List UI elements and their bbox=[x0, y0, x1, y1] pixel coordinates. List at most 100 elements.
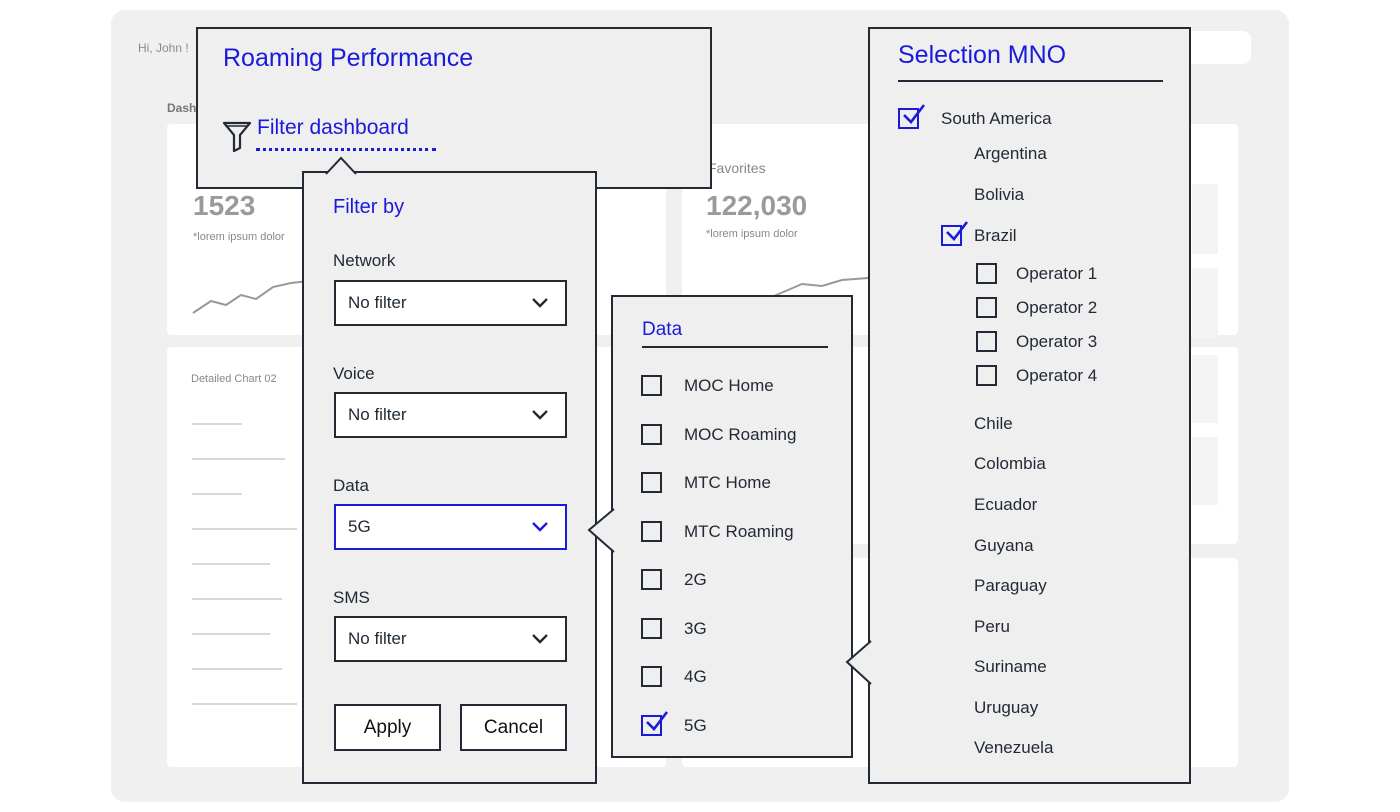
link-underline bbox=[256, 148, 436, 151]
chevron-down-icon bbox=[532, 522, 548, 532]
kpi-value: 1523 bbox=[193, 190, 256, 221]
kpi-value: 122,030 bbox=[706, 190, 808, 221]
checkbox[interactable] bbox=[976, 331, 997, 352]
option-moc-roaming[interactable]: MOC Roaming bbox=[641, 424, 796, 445]
country-ecuador[interactable]: Ecuador bbox=[974, 495, 1038, 514]
side-panel-box bbox=[1192, 355, 1218, 423]
country-argentina[interactable]: Argentina bbox=[974, 144, 1047, 163]
network-label: Network bbox=[333, 251, 396, 270]
greeting-text: Hi, John ! bbox=[138, 41, 189, 55]
country-uruguay[interactable]: Uruguay bbox=[974, 698, 1039, 717]
funnel-icon[interactable] bbox=[222, 120, 252, 152]
network-select[interactable]: No filter bbox=[334, 280, 567, 326]
option-label: 2G bbox=[684, 569, 707, 589]
panel-pointer bbox=[587, 508, 615, 553]
data-select[interactable]: 5G bbox=[334, 504, 567, 550]
search-bar[interactable] bbox=[1180, 31, 1251, 64]
chevron-down-icon bbox=[532, 410, 548, 420]
checkbox-checked[interactable] bbox=[941, 221, 969, 246]
operator-label: Operator 4 bbox=[1016, 365, 1098, 385]
checkmark-icon bbox=[903, 104, 926, 124]
filter-by-title: Filter by bbox=[333, 196, 405, 218]
data-options-title: Data bbox=[642, 319, 683, 340]
sms-select[interactable]: No filter bbox=[334, 616, 567, 662]
option-label: MOC Home bbox=[684, 375, 774, 395]
operator-4[interactable]: Operator 4 bbox=[976, 365, 1097, 386]
panel-pointer bbox=[325, 156, 357, 175]
country-venezuela[interactable]: Venezuela bbox=[974, 738, 1054, 757]
select-value: No filter bbox=[348, 629, 407, 648]
checkmark-icon bbox=[946, 221, 969, 241]
option-label: 4G bbox=[684, 666, 707, 686]
operator-label: Operator 2 bbox=[1016, 297, 1098, 317]
operator-1[interactable]: Operator 1 bbox=[976, 263, 1097, 284]
sms-label: SMS bbox=[333, 588, 370, 607]
option-label: MTC Home bbox=[684, 472, 771, 492]
roaming-performance-panel: Roaming Performance Filter dashboard bbox=[196, 27, 712, 189]
sparkline bbox=[773, 277, 869, 297]
option-3g[interactable]: 3G bbox=[641, 618, 707, 639]
country-paraguay[interactable]: Paraguay bbox=[974, 576, 1047, 595]
cancel-button[interactable]: Cancel bbox=[460, 704, 567, 751]
checkbox[interactable] bbox=[976, 365, 997, 386]
checkbox[interactable] bbox=[641, 521, 662, 542]
option-label: 5G bbox=[684, 715, 707, 735]
side-panel-box bbox=[1192, 268, 1218, 338]
operator-label: Operator 1 bbox=[1016, 263, 1098, 283]
sparkline bbox=[192, 280, 310, 314]
option-2g[interactable]: 2G bbox=[641, 569, 707, 590]
operator-3[interactable]: Operator 3 bbox=[976, 331, 1097, 352]
side-panel-box bbox=[1192, 184, 1218, 254]
chevron-down-icon bbox=[532, 298, 548, 308]
option-4g[interactable]: 4G bbox=[641, 666, 707, 687]
checkbox[interactable] bbox=[641, 375, 662, 396]
country-suriname[interactable]: Suriname bbox=[974, 657, 1047, 676]
kpi-note: *lorem ipsum dolor bbox=[193, 231, 285, 243]
checkbox[interactable] bbox=[976, 297, 997, 318]
title-divider bbox=[642, 346, 828, 348]
select-value: 5G bbox=[348, 517, 371, 536]
selection-mno-title: Selection MNO bbox=[898, 41, 1067, 69]
operator-2[interactable]: Operator 2 bbox=[976, 297, 1097, 318]
checkbox[interactable] bbox=[976, 263, 997, 284]
operator-label: Operator 3 bbox=[1016, 331, 1098, 351]
option-mtc-roaming[interactable]: MTC Roaming bbox=[641, 521, 794, 542]
selection-mno-panel: Selection MNO South America Argentina Bo… bbox=[845, 27, 1191, 784]
voice-label: Voice bbox=[333, 364, 375, 383]
country-colombia[interactable]: Colombia bbox=[974, 454, 1046, 473]
data-label: Data bbox=[333, 476, 369, 495]
data-options-panel: Data MOC Home MOC Roaming MTC Home MTC R… bbox=[587, 295, 853, 758]
filter-dashboard-link[interactable]: Filter dashboard bbox=[257, 116, 409, 139]
checkbox-checked[interactable] bbox=[641, 711, 669, 736]
side-panel-box bbox=[1192, 437, 1218, 505]
checkmark-icon bbox=[646, 711, 669, 731]
filter-by-panel: Filter by Network No filter Voice No fil… bbox=[302, 156, 597, 784]
country-chile[interactable]: Chile bbox=[974, 414, 1013, 433]
option-label: MOC Roaming bbox=[684, 424, 797, 444]
chart-title: Detailed Chart 02 bbox=[191, 373, 277, 385]
checkbox-checked[interactable] bbox=[898, 104, 926, 129]
dashboard-label: Dash bbox=[167, 101, 197, 115]
checkbox[interactable] bbox=[641, 666, 662, 687]
option-label: 3G bbox=[684, 618, 707, 638]
region-label: South America bbox=[941, 108, 1052, 128]
voice-select[interactable]: No filter bbox=[334, 392, 567, 438]
country-peru[interactable]: Peru bbox=[974, 617, 1010, 636]
country-label: Brazil bbox=[974, 225, 1017, 245]
checkbox[interactable] bbox=[641, 569, 662, 590]
country-brazil[interactable]: Brazil bbox=[941, 221, 1017, 246]
title-divider bbox=[898, 80, 1163, 82]
option-moc-home[interactable]: MOC Home bbox=[641, 375, 774, 396]
country-bolivia[interactable]: Bolivia bbox=[974, 185, 1025, 204]
checkbox[interactable] bbox=[641, 472, 662, 493]
checkbox[interactable] bbox=[641, 424, 662, 445]
country-guyana[interactable]: Guyana bbox=[974, 536, 1034, 555]
panel-pointer bbox=[845, 640, 872, 685]
kpi-title: Favorites bbox=[708, 160, 766, 176]
select-value: No filter bbox=[348, 293, 407, 312]
option-5g[interactable]: 5G bbox=[641, 711, 707, 736]
option-mtc-home[interactable]: MTC Home bbox=[641, 472, 771, 493]
apply-button[interactable]: Apply bbox=[334, 704, 441, 751]
checkbox[interactable] bbox=[641, 618, 662, 639]
region-south-america[interactable]: South America bbox=[898, 104, 1052, 129]
